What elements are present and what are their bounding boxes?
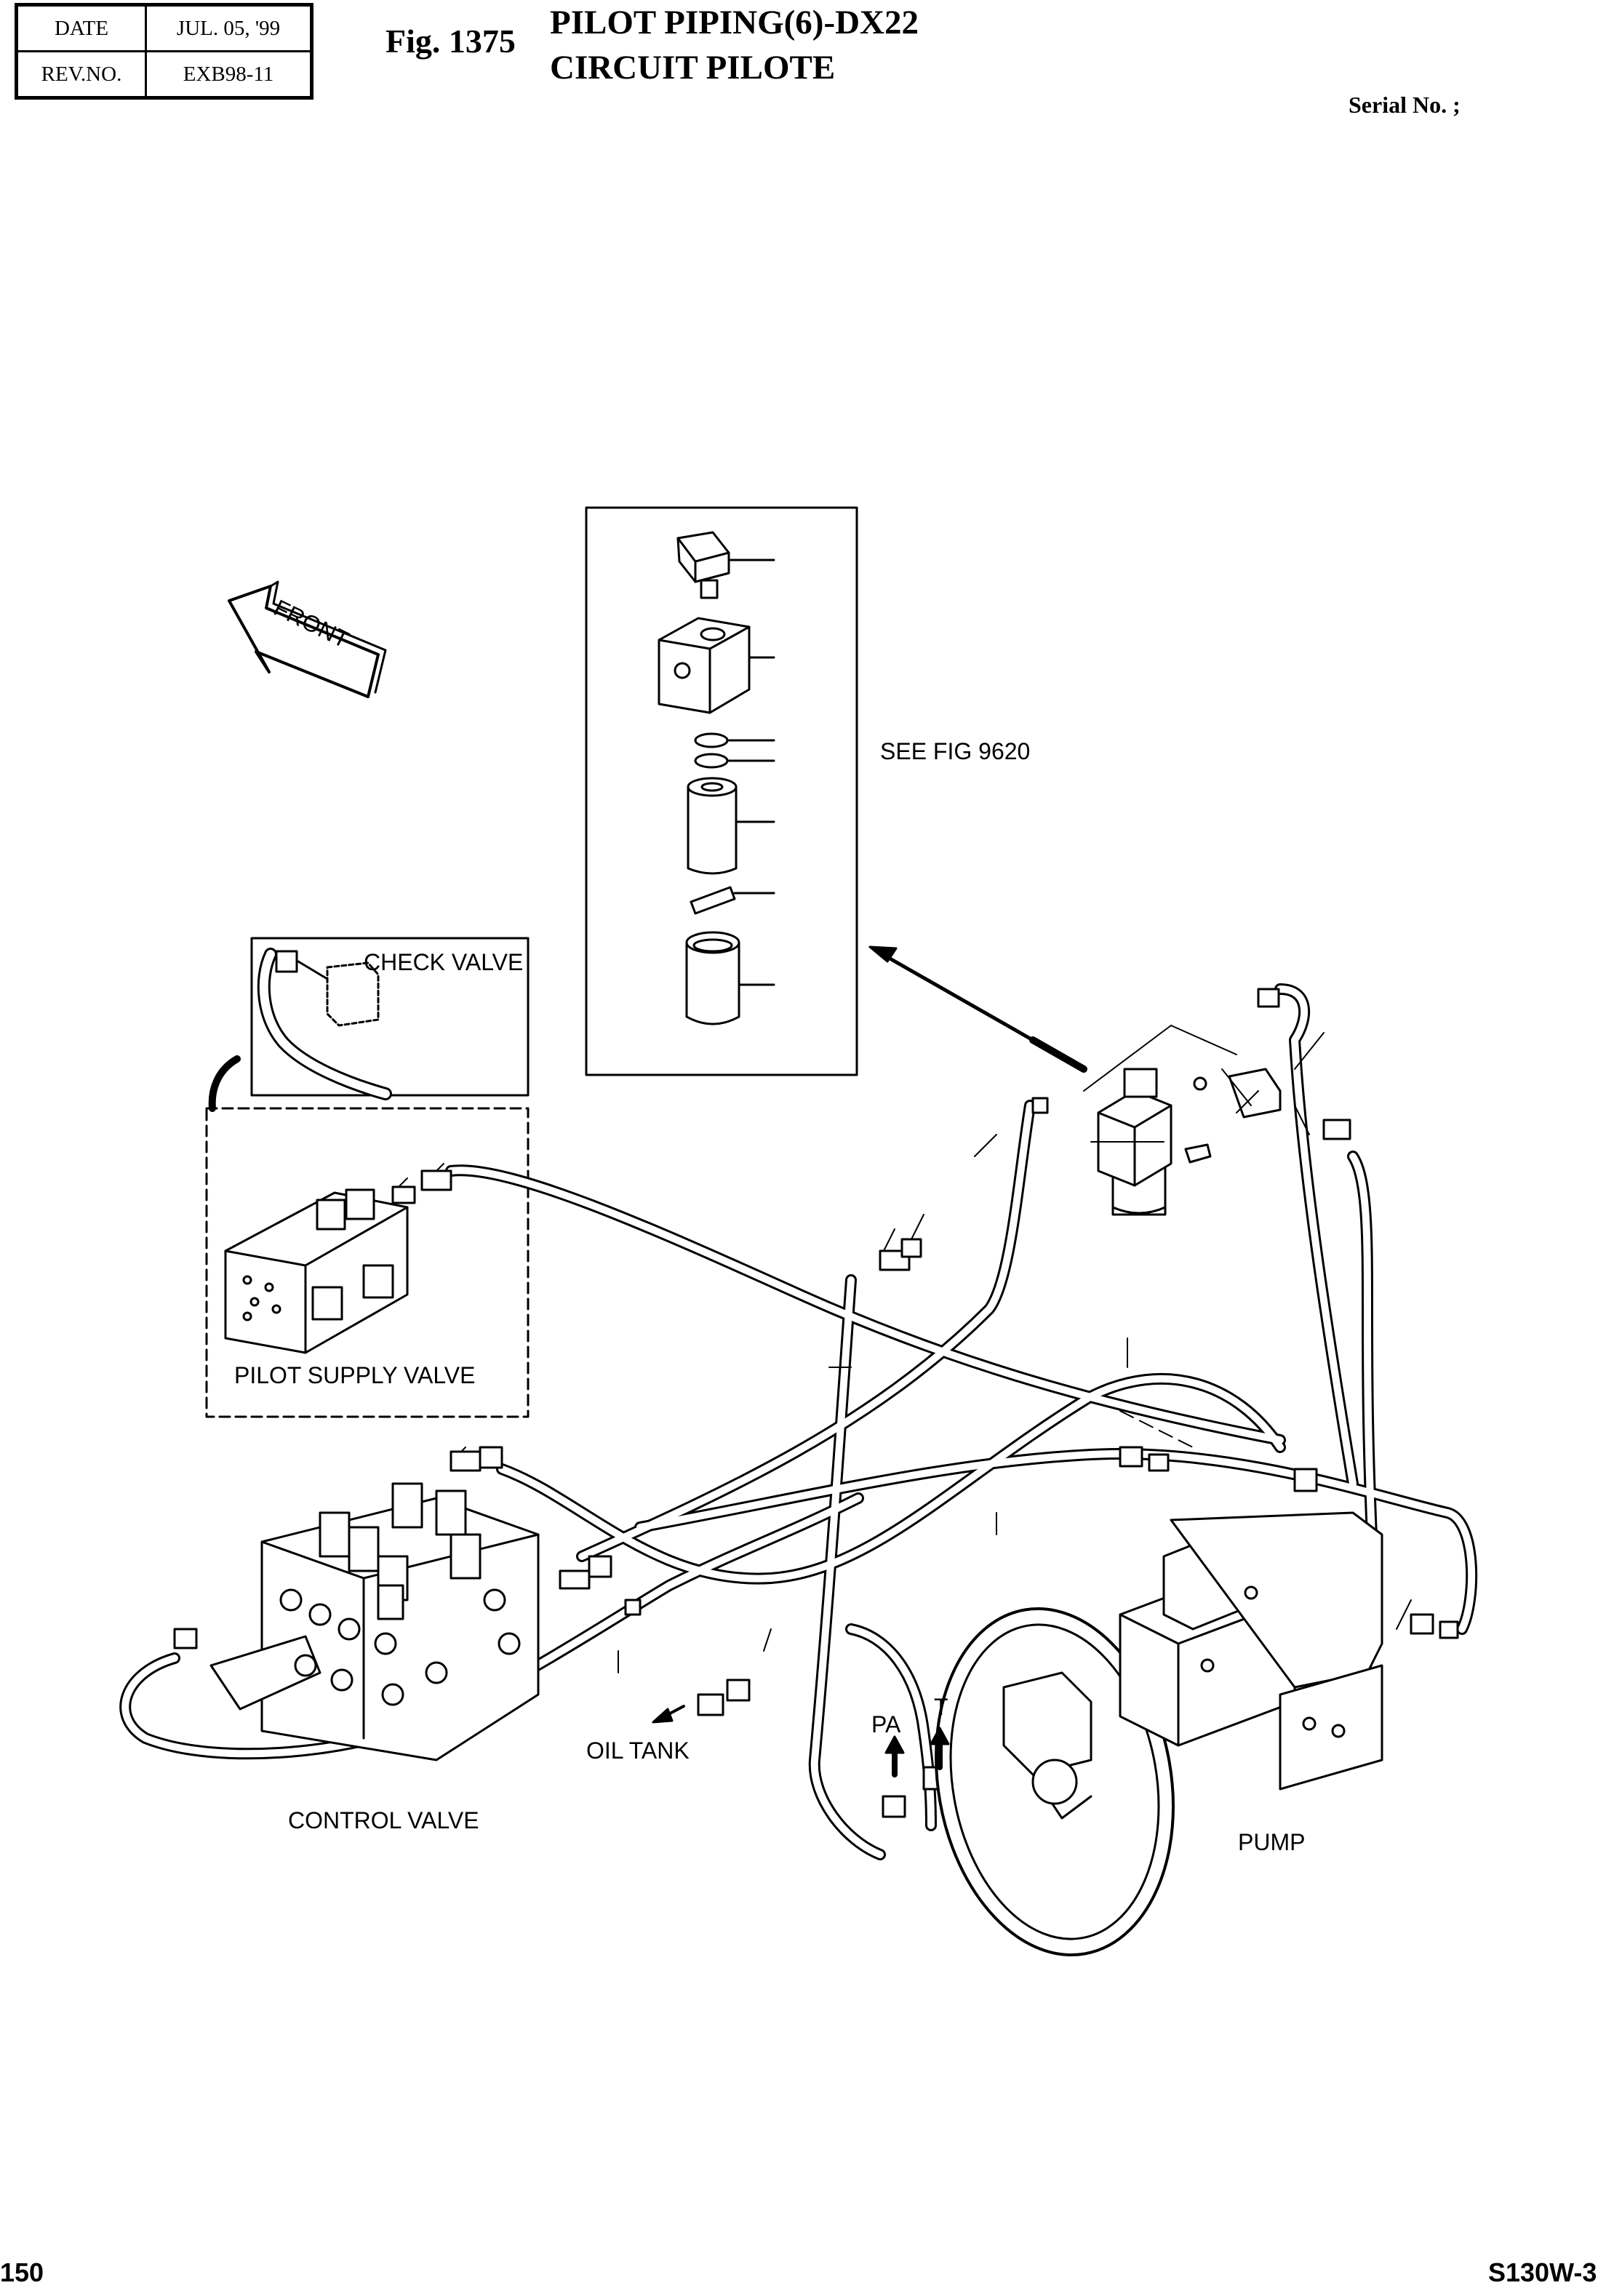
page-subtitle: CIRCUIT PILOTE <box>550 49 836 87</box>
solenoid-icon <box>676 531 775 599</box>
pilot-supply-valve-label: PILOT SUPPLY VALVE <box>234 1362 475 1388</box>
date-label: DATE <box>15 4 147 52</box>
oil-tank-label: OIL TANK <box>586 1737 690 1764</box>
o-ring-icon <box>694 732 775 769</box>
filter-bowl-icon <box>685 931 775 1025</box>
revision-row: REV.NO. EXB98-11 <box>15 50 313 99</box>
leader-lines <box>392 1025 1412 1673</box>
pump-label: PUMP <box>1238 1829 1305 1855</box>
pump-icon <box>935 1511 1383 1956</box>
filter-detail-frame <box>585 506 858 1076</box>
bypass-valve-icon <box>690 886 775 915</box>
filter-head-icon <box>658 617 775 714</box>
control-valve-icon <box>209 1482 540 1761</box>
date-value: JUL. 05, '99 <box>145 4 313 52</box>
pa-port-label: PA <box>871 1711 901 1737</box>
filter-element-icon <box>687 777 775 875</box>
page-title: PILOT PIPING(6)-DX22 <box>550 4 919 41</box>
page-number: 150 <box>0 2257 44 2287</box>
front-arrow-icon <box>228 580 387 698</box>
revision-label: REV.NO. <box>15 50 147 99</box>
figure-number: Fig. 1375 <box>385 23 516 60</box>
check-valve-label: CHECK VALVE <box>364 949 523 975</box>
date-row: DATE JUL. 05, '99 <box>15 4 313 52</box>
direction-arrows <box>652 1705 950 1777</box>
pilot-filter-assembly-icon <box>1097 1068 1282 1216</box>
t-port-label: T <box>934 1694 948 1720</box>
model-number: S130W-3 <box>1488 2257 1597 2287</box>
check-valve-inset <box>208 937 530 1112</box>
see-fig-label: SEE FIG 9620 <box>880 738 1030 764</box>
control-valve-label: CONTROL VALVE <box>288 1807 479 1833</box>
pilot-supply-valve-inset <box>205 1107 530 1418</box>
hoses-inner <box>121 985 1476 1858</box>
revision-value: EXB98-11 <box>145 50 313 99</box>
reference-arrow-icon <box>868 945 1087 1073</box>
fittings <box>173 988 1459 1818</box>
serial-number: Serial No. ; <box>1349 92 1461 118</box>
revision-table: DATE JUL. 05, '99 REV.NO. EXB98-11 <box>15 3 313 100</box>
